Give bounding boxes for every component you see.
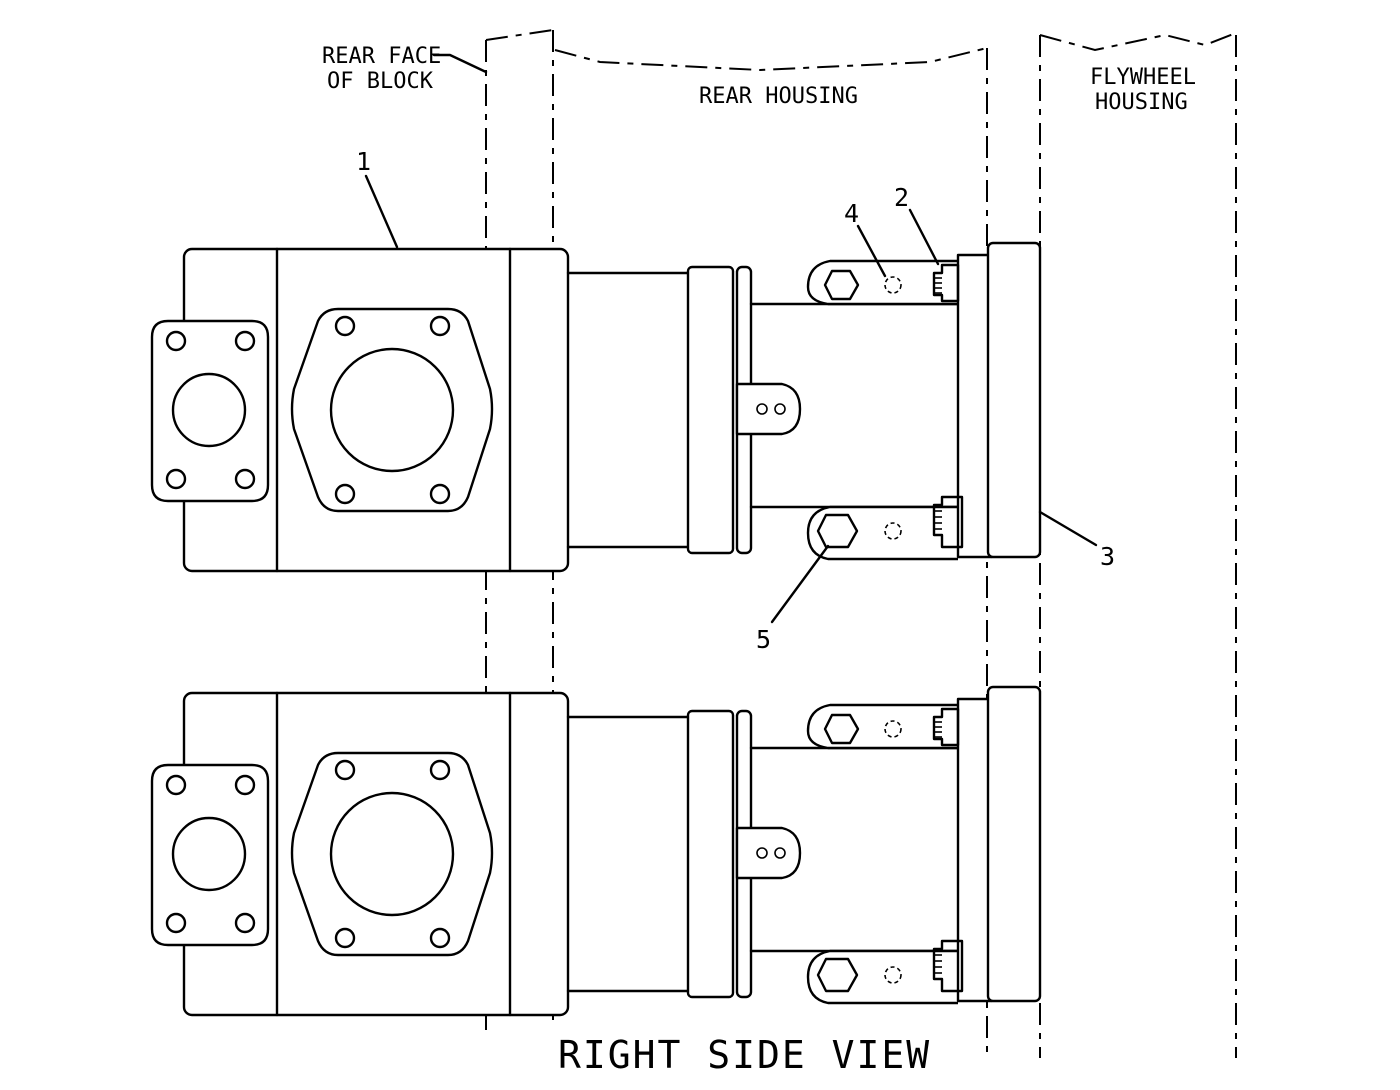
callout-2: 2 (894, 183, 909, 212)
lower-pump-assembly (150, 685, 1042, 1017)
flywheel-housing-label-line2: HOUSING (1095, 90, 1188, 115)
flywheel-housing-label-line1: FLYWHEEL (1090, 65, 1196, 90)
leader-lines (364, 53, 1098, 624)
callout-1: 1 (356, 147, 371, 176)
rear-face-label-line1: REAR FACE (322, 44, 441, 69)
upper-pump-assembly (150, 241, 1042, 573)
rear-housing-label: REAR HOUSING (699, 84, 858, 109)
view-title: RIGHT SIDE VIEW (558, 1033, 931, 1077)
callout-3: 3 (1100, 542, 1115, 571)
callout-4: 4 (844, 199, 859, 228)
callout-5: 5 (756, 625, 771, 654)
rear-face-label-line2: OF BLOCK (327, 69, 434, 94)
